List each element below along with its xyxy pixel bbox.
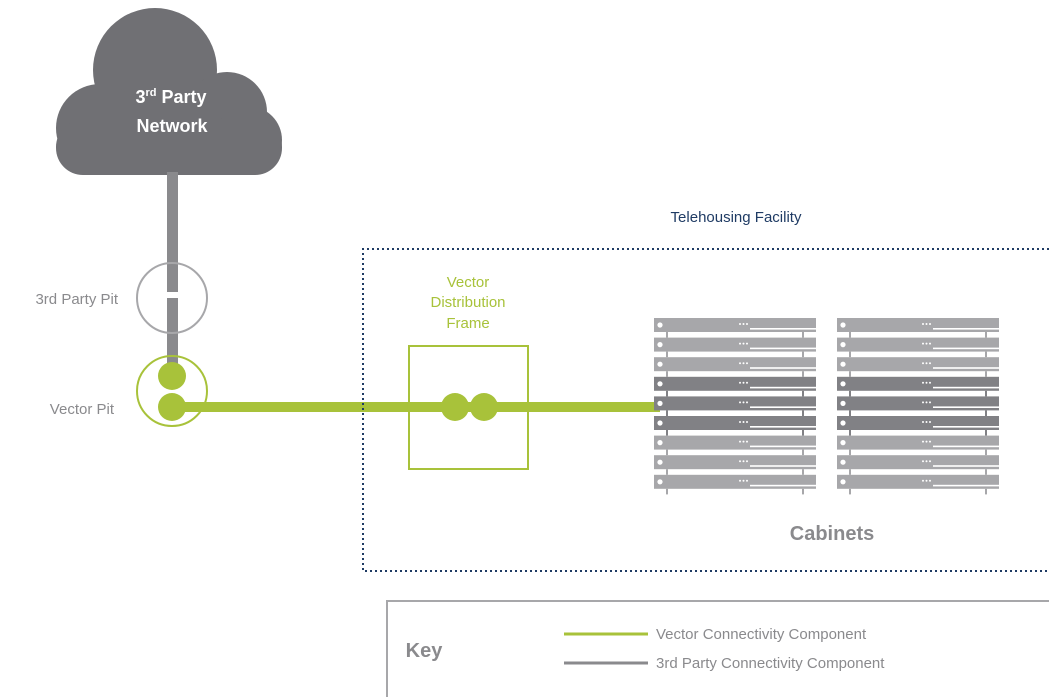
telehousing-boundary xyxy=(362,248,1049,572)
cloud-label-line1: 3rd Party xyxy=(135,87,206,107)
vdf-node-right xyxy=(470,393,498,421)
server-unit xyxy=(837,357,999,377)
server-unit xyxy=(837,376,999,397)
third-party-pit-circle xyxy=(136,262,208,334)
cabinet-rack-right xyxy=(837,318,999,495)
server-unit xyxy=(654,435,816,456)
server-unit xyxy=(837,455,999,475)
vector-connection-line xyxy=(172,402,660,412)
server-unit xyxy=(654,474,816,495)
vector-pit-circle xyxy=(136,355,208,427)
vdf-frame-box xyxy=(408,345,529,470)
server-unit xyxy=(654,396,816,416)
server-unit xyxy=(837,318,999,338)
key-box xyxy=(386,600,1049,697)
server-unit xyxy=(654,337,816,358)
server-unit xyxy=(837,396,999,416)
vdf-label-line2: Distribution xyxy=(430,294,505,311)
server-unit xyxy=(654,416,816,436)
cloud-icon xyxy=(56,8,282,175)
cabinet-rack-left xyxy=(654,318,816,495)
server-unit xyxy=(837,416,999,436)
vdf-label-line1: Vector xyxy=(447,274,490,291)
server-unit xyxy=(654,357,816,377)
key-vector-label: Vector Connectivity Component xyxy=(656,626,867,643)
cabinets-label: Cabinets xyxy=(790,523,874,545)
vector-pit-node-top xyxy=(158,362,186,390)
vector-pit-label: Vector Pit xyxy=(50,401,115,418)
server-unit xyxy=(837,337,999,358)
third-party-connection-line xyxy=(167,172,178,370)
server-unit xyxy=(654,318,816,338)
key-title: Key xyxy=(406,640,444,662)
server-unit xyxy=(837,474,999,495)
vdf-node-left xyxy=(441,393,469,421)
server-unit xyxy=(654,455,816,475)
server-unit xyxy=(837,435,999,456)
vdf-label-line3: Frame xyxy=(446,315,489,332)
third-party-pit-label: 3rd Party Pit xyxy=(35,291,118,308)
telehousing-label: Telehousing Facility xyxy=(671,209,802,226)
cloud-label-line2: Network xyxy=(136,116,208,136)
server-unit xyxy=(654,376,816,397)
key-third-party-label: 3rd Party Connectivity Component xyxy=(656,655,885,672)
pit-gap xyxy=(165,292,180,298)
